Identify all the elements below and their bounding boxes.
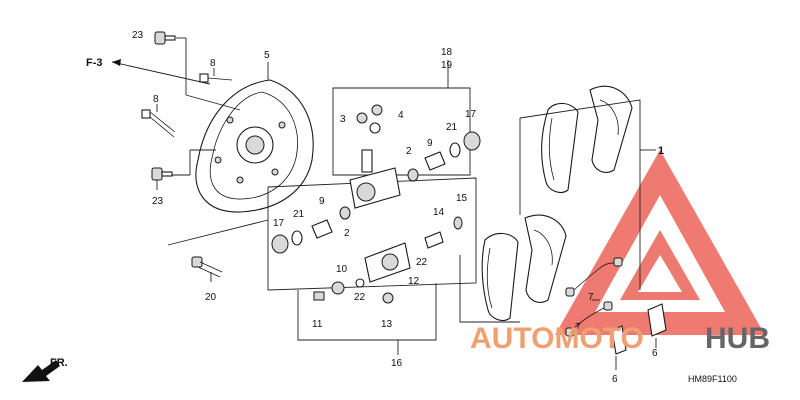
callout-23-lower: 23 [152, 196, 164, 207]
svg-text:F-3: F-3 [86, 57, 103, 69]
piston-set-lower [271, 206, 351, 254]
callout-2-upper: 2 [406, 146, 412, 157]
callout-1: 1 [658, 145, 664, 157]
callout-22-left: 22 [354, 292, 366, 303]
callout-17-upper: 17 [465, 109, 477, 120]
brake-backing-plate [195, 79, 314, 213]
callout-23-top: 23 [132, 30, 144, 41]
bleeder-screw-upper [356, 104, 383, 134]
front-arrow-icon [22, 360, 60, 382]
callout-22-right: 22 [416, 257, 428, 268]
brake-shoe-upper-left [541, 102, 579, 193]
callout-20: 20 [205, 292, 217, 303]
watermark-text-automoto: AUTOMOTO [470, 322, 644, 355]
watermark-text-hub: HUB [705, 322, 770, 355]
callout-21-upper: 21 [446, 122, 458, 133]
bolt-8-lower [141, 109, 176, 138]
callout-7-upper: 7 [588, 292, 594, 303]
brake-shoe-upper-right [589, 85, 633, 173]
callout-7-lower: 7 [575, 322, 581, 333]
brake-shoe-lower-left [481, 232, 519, 321]
callout-17-lower: 17 [273, 218, 285, 229]
callout-18: 18 [441, 47, 453, 58]
flange-bolt-23-lower [151, 167, 173, 181]
callout-9-upper: 9 [427, 138, 433, 149]
bleeder-screw-lower [313, 278, 394, 304]
wheel-cylinder-lower [364, 216, 463, 283]
callout-6-left: 6 [612, 374, 618, 385]
callout-8-lower: 8 [153, 94, 159, 105]
callout-13: 13 [381, 319, 393, 330]
callout-5: 5 [264, 50, 270, 61]
callout-21-lower: 21 [293, 209, 305, 220]
callout-3: 3 [340, 114, 346, 125]
callout-8-upper: 8 [210, 58, 216, 69]
callout-4: 4 [398, 110, 404, 121]
bolt-20 [191, 256, 223, 278]
direction-ref-f3: F-3 [86, 57, 211, 85]
callout-15: 15 [456, 193, 468, 204]
bolt-8-upper [199, 73, 233, 83]
shoe-retainer-left [611, 325, 627, 355]
callout-9-lower: 9 [319, 196, 325, 207]
callout-6-right: 6 [652, 348, 658, 359]
return-spring-lower [565, 301, 613, 337]
piston-set-upper [407, 131, 481, 182]
wheel-cylinder-upper [349, 149, 401, 209]
callout-16: 16 [391, 358, 403, 369]
flange-bolt-23-top [154, 31, 176, 45]
return-spring-upper [565, 257, 623, 297]
callout-11: 11 [312, 319, 323, 330]
callout-10: 10 [336, 264, 348, 275]
drawing-code: HM89F1100 [688, 374, 737, 384]
shoe-retainer-right [647, 303, 667, 337]
callout-19: 19 [441, 60, 453, 71]
callout-2-lower: 2 [344, 228, 350, 239]
callout-14: 14 [433, 207, 445, 218]
front-label: FR. [50, 357, 68, 369]
brake-shoe-lower-right [524, 214, 567, 303]
callout-12: 12 [408, 276, 420, 287]
